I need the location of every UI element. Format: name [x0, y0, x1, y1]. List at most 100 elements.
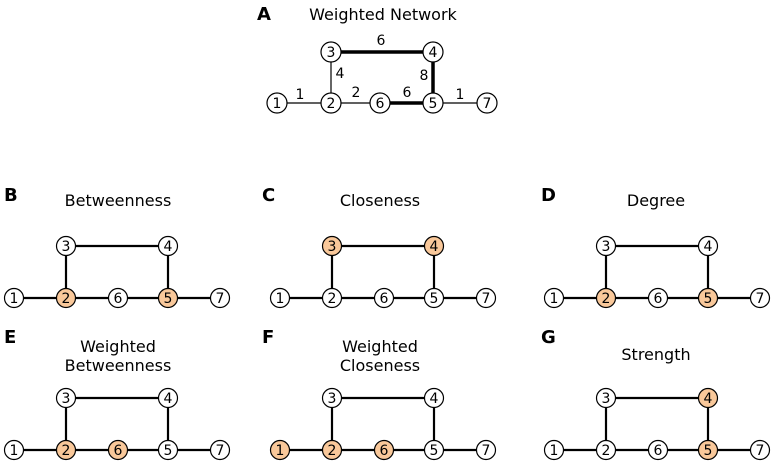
edge-weight-label: 6 [377, 33, 386, 49]
node-label: 7 [756, 443, 765, 459]
node-label: 2 [328, 291, 337, 307]
node-label: 7 [483, 96, 492, 112]
node-label: 3 [327, 45, 336, 61]
node-label: 2 [62, 443, 71, 459]
edge-weight-label: 1 [456, 87, 465, 103]
node-label: 7 [482, 443, 491, 459]
node-label: 5 [430, 443, 439, 459]
node-5: 5 [157, 439, 179, 461]
node-label: 6 [380, 443, 389, 459]
node-circle [321, 287, 343, 309]
highlighted-node-circle [423, 235, 445, 257]
node-label: 5 [429, 96, 438, 112]
node-7: 7 [209, 287, 231, 309]
panel-title: Weighted [342, 337, 418, 356]
node-1: 1 [3, 287, 25, 309]
panel-letter: F [262, 327, 274, 348]
node-2: 2 [595, 439, 617, 461]
node-circle [475, 287, 497, 309]
node-3: 3 [595, 387, 617, 409]
node-5: 5 [157, 287, 179, 309]
panel-letter: B [4, 185, 18, 206]
node-label: 2 [602, 443, 611, 459]
node-6: 6 [647, 287, 669, 309]
node-3: 3 [595, 235, 617, 257]
node-circle [373, 287, 395, 309]
node-circle [157, 235, 179, 257]
node-6: 6 [369, 92, 391, 114]
node-7: 7 [475, 287, 497, 309]
highlighted-node-circle [697, 387, 719, 409]
highlighted-node-circle [697, 287, 719, 309]
edge-weight-label: 8 [420, 68, 429, 84]
node-circle [595, 439, 617, 461]
edge-weight-label: 1 [296, 87, 305, 103]
node-circle [543, 287, 565, 309]
node-label: 4 [429, 45, 438, 61]
node-label: 1 [10, 443, 19, 459]
node-circle [647, 287, 669, 309]
panel-letter: C [262, 185, 275, 206]
highlighted-node-circle [269, 439, 291, 461]
node-1: 1 [266, 92, 288, 114]
panel-letter: G [541, 327, 556, 348]
node-circle [157, 387, 179, 409]
node-6: 6 [107, 287, 129, 309]
node-circle [423, 287, 445, 309]
node-label: 6 [654, 443, 663, 459]
highlighted-node-circle [321, 439, 343, 461]
panel-title: Closeness [340, 356, 420, 375]
node-1: 1 [269, 287, 291, 309]
node-circle [749, 439, 771, 461]
node-2: 2 [55, 439, 77, 461]
node-5: 5 [423, 287, 445, 309]
node-circle [595, 387, 617, 409]
node-circle [749, 287, 771, 309]
node-7: 7 [476, 92, 498, 114]
node-5: 5 [697, 439, 719, 461]
node-label: 2 [602, 291, 611, 307]
node-circle [209, 439, 231, 461]
node-circle [422, 41, 444, 63]
node-label: 7 [216, 291, 225, 307]
node-7: 7 [749, 287, 771, 309]
panel-title: Betweenness [65, 356, 172, 375]
node-label: 1 [276, 291, 285, 307]
node-1: 1 [269, 439, 291, 461]
node-6: 6 [373, 439, 395, 461]
node-circle [157, 439, 179, 461]
node-label: 6 [114, 291, 123, 307]
node-7: 7 [749, 439, 771, 461]
node-label: 6 [114, 443, 123, 459]
node-label: 4 [704, 239, 713, 255]
node-label: 3 [602, 391, 611, 407]
node-circle [475, 439, 497, 461]
node-label: 2 [62, 291, 71, 307]
node-label: 1 [276, 443, 285, 459]
node-2: 2 [595, 287, 617, 309]
panel-title: Weighted [80, 337, 156, 356]
node-label: 1 [550, 291, 559, 307]
node-2: 2 [320, 92, 342, 114]
node-2: 2 [55, 287, 77, 309]
node-circle [543, 439, 565, 461]
node-circle [209, 287, 231, 309]
node-label: 6 [376, 96, 385, 112]
node-label: 3 [62, 239, 71, 255]
node-label: 5 [164, 443, 173, 459]
node-5: 5 [697, 287, 719, 309]
node-label: 2 [328, 443, 337, 459]
node-label: 6 [654, 291, 663, 307]
node-label: 2 [327, 96, 336, 112]
node-1: 1 [3, 439, 25, 461]
node-label: 4 [704, 391, 713, 407]
panel-title: Betweenness [65, 191, 172, 210]
node-label: 6 [380, 291, 389, 307]
node-1: 1 [543, 439, 565, 461]
panel-letter: D [541, 185, 556, 206]
